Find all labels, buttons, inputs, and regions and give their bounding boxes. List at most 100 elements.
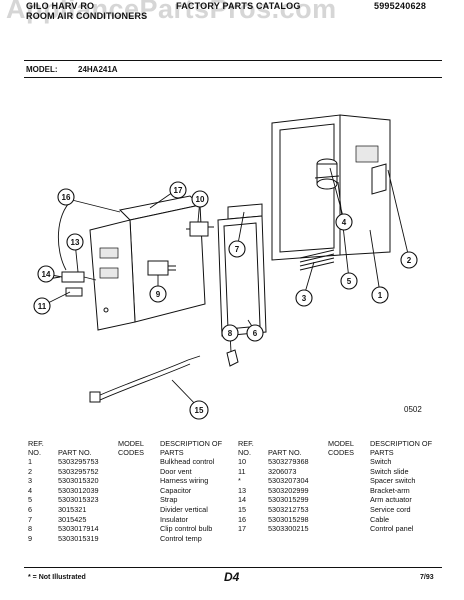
part-number-cell: 5303015298	[268, 514, 309, 524]
description-cell: Service cord	[370, 504, 411, 514]
model-codes-cell	[116, 476, 158, 486]
ref-cell: 11	[238, 466, 246, 476]
table-row: 1 5303295753 Bulkhead control	[26, 457, 232, 467]
description-cell: Strap	[160, 495, 178, 505]
revision-date: 7/93	[420, 574, 434, 581]
callout-11: 11	[38, 302, 47, 311]
part-number-cell: 5303279368	[268, 457, 309, 466]
description-cell: Clip control bulb	[160, 524, 213, 534]
model-codes-cell	[326, 486, 368, 496]
col-codes-header: MODEL CODES	[118, 439, 144, 457]
ref-cell: 13	[238, 485, 247, 495]
part-number-cell: 5303295753	[58, 457, 99, 466]
ref-cell: *	[238, 476, 241, 486]
model-label: MODEL:	[26, 65, 58, 74]
table-row: 8 5303017914 Clip control bulb	[26, 524, 232, 534]
part-number-cell: 3015321	[58, 504, 87, 514]
part-number-cell: 5303015323	[58, 495, 99, 505]
callout-4: 4	[342, 218, 347, 227]
model-codes-cell	[116, 505, 158, 515]
col-part-header: PART NO.	[58, 447, 92, 457]
callout-2: 2	[407, 256, 412, 265]
brand-line-1: GILO HARV RO	[26, 1, 95, 11]
table-header-row: REF. NO. PART NO. MODEL CODES DESCRIPTIO…	[26, 439, 232, 457]
callout-14: 14	[42, 270, 51, 279]
part-number-cell: 3206073	[268, 466, 297, 476]
part-number-cell: 5303017914	[58, 524, 99, 534]
model-codes-cell	[116, 534, 158, 544]
brand-line-2: ROOM AIR CONDITIONERS	[26, 11, 148, 21]
callout-17: 17	[174, 186, 183, 195]
col-ref-header: REF. NO.	[238, 439, 254, 457]
model-codes-cell	[326, 467, 368, 477]
ref-cell: 8	[28, 524, 33, 534]
model-codes-cell	[116, 495, 158, 505]
table-header-row: REF. NO. PART NO. MODEL CODES DESCRIPTIO…	[236, 439, 442, 457]
col-codes-header: MODEL CODES	[328, 439, 354, 457]
model-codes-cell	[326, 505, 368, 515]
ref-cell: 5	[28, 495, 33, 505]
ref-cell: 7	[28, 514, 33, 524]
description-cell: Insulator	[160, 514, 188, 524]
description-cell: Spacer switch	[370, 476, 416, 486]
description-cell: Bulkhead control	[160, 457, 215, 466]
ref-cell: 1	[28, 457, 33, 466]
ref-cell: 4	[28, 485, 33, 495]
col-desc-header: DESCRIPTION OF PARTS	[370, 439, 433, 457]
table-row: * 5303207304 Spacer switch	[236, 476, 442, 486]
capacitor-part	[314, 158, 340, 190]
callout-15: 15	[195, 406, 204, 415]
diagram-code: 0502	[404, 405, 422, 414]
bulkhead-cabinet-part	[271, 114, 391, 261]
callout-9: 9	[156, 290, 161, 299]
description-cell: Capacitor	[160, 485, 192, 495]
watermark-text: AppliancePartsPros.com	[6, 0, 337, 24]
table-row: 5 5303015323 Strap	[26, 495, 232, 505]
table-row: 17 5303300215 Control panel	[236, 524, 442, 534]
description-cell: Arm actuator	[370, 495, 412, 505]
callout-13: 13	[71, 238, 80, 247]
part-number-cell: 5303207304	[268, 476, 309, 486]
description-cell: Cable	[370, 514, 390, 524]
service-cord-part	[89, 355, 201, 403]
description-cell: Divider vertical	[160, 504, 208, 514]
callout-6: 6	[253, 329, 258, 338]
exploded-parts-diagram: 1 2 3 4 5 6 7 8 9 10 11 13 14 15 16 17	[33, 114, 418, 420]
model-codes-cell	[116, 467, 158, 477]
description-cell: Control panel	[370, 524, 414, 534]
part-number-cell: 5303012039	[58, 485, 99, 495]
model-codes-cell	[116, 457, 158, 467]
table-row: 4 5303012039 Capacitor	[26, 486, 232, 496]
col-ref-header: REF. NO.	[28, 439, 44, 457]
ref-cell: 2	[28, 466, 33, 476]
model-rule	[24, 77, 442, 78]
part-number-cell: 5303015320	[58, 476, 99, 486]
page-number: D4	[224, 570, 240, 584]
part-number-cell: 5303295752	[58, 466, 99, 476]
model-codes-cell	[116, 515, 158, 525]
ref-cell: 10	[238, 457, 247, 466]
description-cell: Door vent	[160, 466, 192, 476]
part-number-cell: 5303015299	[268, 495, 309, 505]
model-codes-cell	[326, 495, 368, 505]
temp-control-part	[147, 260, 176, 276]
ref-cell: 17	[238, 524, 247, 534]
description-cell: Switch slide	[370, 466, 409, 476]
parts-table-left: REF. NO. PART NO. MODEL CODES DESCRIPTIO…	[26, 439, 232, 544]
table-row: 7 3015425 Insulator	[26, 515, 232, 525]
description-cell: Bracket-arm	[370, 485, 410, 495]
parts-table-right: REF. NO. PART NO. MODEL CODES DESCRIPTIO…	[236, 439, 442, 534]
wiring-harness-part	[299, 249, 335, 271]
part-number-cell: 3015425	[58, 514, 87, 524]
footnote: * = Not Illustrated	[28, 574, 86, 581]
model-codes-cell	[116, 486, 158, 496]
model-codes-cell	[116, 524, 158, 534]
model-codes-cell	[326, 515, 368, 525]
divider-vertical-part	[217, 215, 267, 337]
part-number-cell: 5303300215	[268, 524, 309, 534]
